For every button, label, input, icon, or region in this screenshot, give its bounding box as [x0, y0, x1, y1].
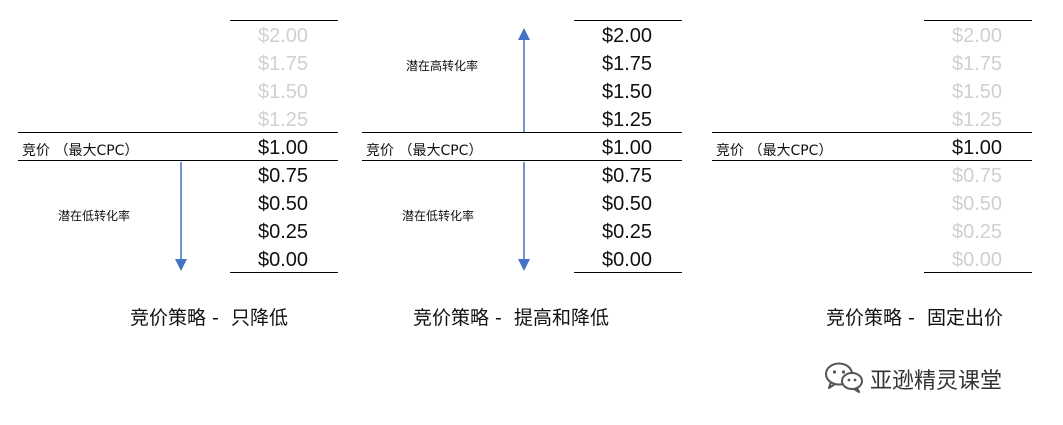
bid-label: 竞价 （最大CPC）	[366, 143, 483, 159]
price-label: $1.75	[601, 53, 653, 75]
price-label: $1.75	[257, 53, 309, 75]
down-arrow-icon	[517, 162, 531, 272]
price-label: $0.00	[601, 249, 653, 271]
top-line	[230, 20, 338, 21]
up-arrow-icon	[517, 28, 531, 132]
down-arrow-label: 潜在低转化率	[58, 209, 131, 223]
bottom-line	[924, 272, 1032, 273]
bid-upper-line	[18, 132, 338, 133]
price-label: $1.00	[601, 137, 653, 159]
watermark: 亚逊精灵课堂	[824, 362, 1002, 396]
price-label: $1.00	[951, 137, 1003, 159]
panel-fixed-bid: $2.00 $1.75 $1.50 $1.25 $1.00 $0.75 $0.5…	[712, 0, 1032, 290]
price-label: $0.00	[257, 249, 309, 271]
price-label: $0.50	[601, 193, 653, 215]
bottom-line	[574, 272, 682, 273]
bid-upper-line	[712, 132, 1032, 133]
price-label: $2.00	[951, 25, 1003, 47]
price-label: $0.25	[601, 221, 653, 243]
price-label: $1.25	[601, 109, 653, 131]
panel-raise-and-lower: $2.00 $1.75 $1.50 $1.25 $1.00 $0.75 $0.5…	[362, 0, 682, 290]
up-arrow-label: 潜在高转化率	[406, 59, 479, 73]
wechat-icon	[824, 361, 864, 397]
price-label: $1.25	[257, 109, 309, 131]
price-label: $1.50	[601, 81, 653, 103]
bid-lower-line	[712, 160, 1032, 161]
price-label: $0.75	[601, 165, 653, 187]
bottom-line	[230, 272, 338, 273]
watermark-text: 亚逊精灵课堂	[870, 369, 1003, 394]
bid-label: 竞价 （最大CPC）	[716, 143, 833, 159]
price-label: $1.50	[257, 81, 309, 103]
strategy-caption-lower-only: 竞价策略 - 只降低	[130, 307, 288, 329]
bid-label: 竞价 （最大CPC）	[22, 143, 139, 159]
price-label: $0.25	[257, 221, 309, 243]
strategy-caption-raise-and-lower: 竞价策略 - 提高和降低	[413, 307, 609, 329]
top-line	[924, 20, 1032, 21]
panel-lower-only: $2.00 $1.75 $1.50 $1.25 $1.00 $0.75 $0.5…	[18, 0, 338, 290]
down-arrow-label: 潜在低转化率	[402, 209, 475, 223]
price-label: $1.25	[951, 109, 1003, 131]
bid-upper-line	[362, 132, 682, 133]
price-label: $0.25	[951, 221, 1003, 243]
price-label: $0.50	[257, 193, 309, 215]
price-label: $0.00	[951, 249, 1003, 271]
price-label: $1.75	[951, 53, 1003, 75]
price-label: $0.75	[257, 165, 309, 187]
down-arrow-icon	[174, 162, 188, 272]
strategy-caption-fixed-bid: 竞价策略 - 固定出价	[826, 307, 1003, 329]
price-label: $0.50	[951, 193, 1003, 215]
price-label: $2.00	[601, 25, 653, 47]
bid-lower-line	[362, 160, 682, 161]
price-label: $1.00	[257, 137, 309, 159]
price-label: $1.50	[951, 81, 1003, 103]
top-line	[574, 20, 682, 21]
price-label: $0.75	[951, 165, 1003, 187]
price-label: $2.00	[257, 25, 309, 47]
bid-lower-line	[18, 160, 338, 161]
